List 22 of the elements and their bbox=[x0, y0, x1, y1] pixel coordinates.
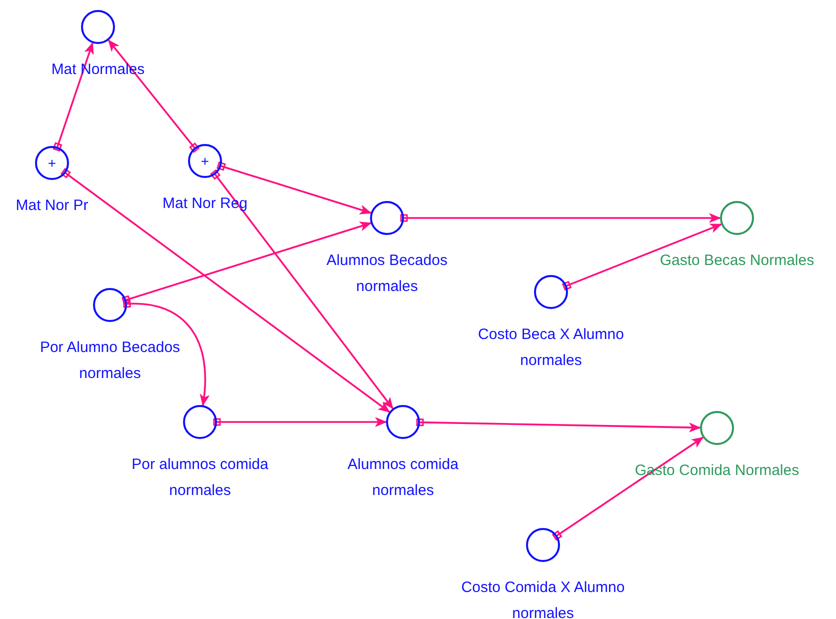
link-arrow bbox=[52, 42, 94, 152]
link-arrow bbox=[216, 162, 372, 214]
variable-label: Mat Nor Pr bbox=[14, 196, 90, 216]
link-arrow bbox=[123, 300, 210, 406]
variable-label: Costo Beca X Alumno normales bbox=[477, 325, 625, 371]
link-arrow bbox=[562, 223, 722, 290]
variable-label: Por Alumno Becados normales bbox=[38, 338, 182, 384]
variable-label: Por alumnos comida normales bbox=[130, 455, 270, 501]
link-arrow bbox=[60, 168, 390, 413]
variable-label: Alumnos Becados normales bbox=[326, 251, 448, 297]
link-arrow bbox=[416, 418, 701, 432]
link-arrow bbox=[210, 170, 394, 410]
link-arrow bbox=[400, 213, 721, 223]
sign-symbol: + bbox=[48, 156, 56, 170]
sign-symbol: + bbox=[200, 154, 210, 168]
link-arrow bbox=[552, 436, 704, 540]
link-arrow bbox=[213, 417, 387, 427]
link-arrow bbox=[122, 222, 372, 304]
variable-label: Alumnos comida normales bbox=[346, 455, 460, 501]
variable-label: Costo Comida X Alumno normales bbox=[460, 578, 626, 619]
variable-label: Gasto Becas Normales bbox=[658, 251, 816, 271]
link-arrow bbox=[108, 40, 200, 153]
